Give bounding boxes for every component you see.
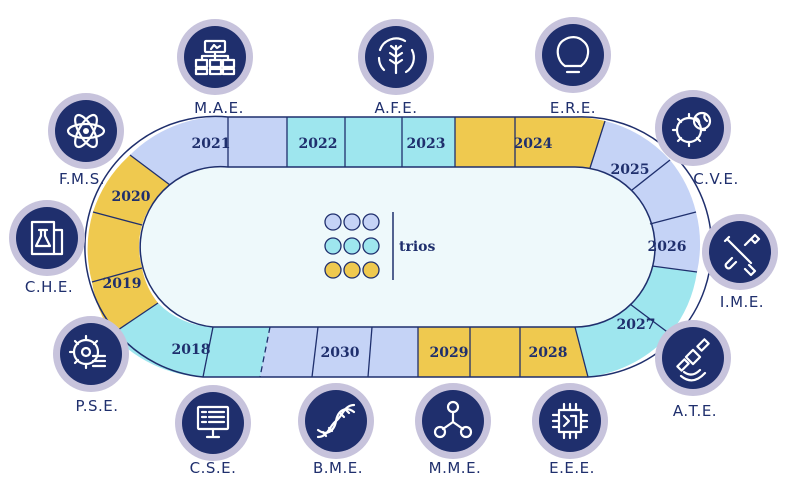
trios-legend: trios <box>324 212 435 280</box>
dept-badge-afe: A.F.E. <box>358 19 434 117</box>
wrench-screwdriver-icon <box>723 233 761 277</box>
dept-label: E.E.E. <box>549 459 595 477</box>
track-segment <box>455 117 515 167</box>
dept-badge-mme: M.M.E. <box>415 383 491 477</box>
dept-label: F.M.S. <box>59 170 105 188</box>
dept-badge-che: C.H.E. <box>9 200 85 296</box>
year-label: 2030 <box>321 345 360 361</box>
track-segment <box>418 327 470 377</box>
lightbulb-icon <box>556 36 590 74</box>
atom-icon <box>66 113 106 149</box>
microchip-icon <box>551 402 589 440</box>
track-segment <box>203 327 270 377</box>
year-label: 2022 <box>299 136 338 152</box>
year-track <box>87 116 701 377</box>
year-label: 2025 <box>611 162 650 178</box>
track-segment <box>93 155 170 225</box>
track-segment <box>228 117 287 167</box>
dept-label: A.F.E. <box>375 99 418 117</box>
dept-badge-mae: M.A.E. <box>177 19 253 117</box>
track-segment <box>575 304 670 377</box>
legend-label: trios <box>399 239 435 255</box>
dept-badge-eee: E.E.E. <box>532 383 608 477</box>
dept-badge-pse: P.S.E. <box>53 316 129 415</box>
flask-building-icon <box>30 220 64 256</box>
legend-dot-blue <box>362 213 380 231</box>
dept-label: M.M.E. <box>429 459 482 477</box>
track-segment <box>632 160 696 224</box>
track-segment <box>112 303 213 377</box>
dept-badge-ere: E.R.E. <box>535 17 611 117</box>
track-segment <box>515 117 605 168</box>
track-segment <box>470 327 520 377</box>
track-segment <box>345 117 402 167</box>
year-label: 2024 <box>514 136 553 152</box>
dept-label: A.T.E. <box>673 402 717 420</box>
dept-badge-bme: B.M.E. <box>298 383 374 477</box>
year-label: 2019 <box>103 276 142 292</box>
dept-label: C.V.E. <box>693 170 739 188</box>
track-segment <box>368 327 418 377</box>
inner-field <box>139 165 656 328</box>
legend-dot-cyan <box>343 237 361 255</box>
wheat-cycle-icon <box>377 37 415 75</box>
dept-badge-cse: C.S.E. <box>175 385 251 477</box>
track-segment <box>260 327 318 377</box>
year-label: 2018 <box>172 342 211 358</box>
dept-badge-cve: C.V.E. <box>655 90 739 188</box>
year-label: 2020 <box>112 189 151 205</box>
year-label: 2027 <box>617 317 656 333</box>
dept-badge-ate: A.T.E. <box>655 320 731 420</box>
dept-label: C.H.E. <box>25 278 73 296</box>
dept-label: I.M.E. <box>720 293 764 311</box>
satellite-icon <box>676 338 710 382</box>
dept-label: P.S.E. <box>75 397 118 415</box>
gear-list-icon <box>68 334 107 370</box>
track-segment <box>312 327 372 377</box>
track-segment <box>287 117 345 167</box>
track-segment <box>87 212 142 282</box>
flowchart-board-icon <box>194 39 236 76</box>
dept-badge-fms: F.M.S. <box>48 93 124 188</box>
legend-dot-gold <box>324 261 342 279</box>
year-label: 2021 <box>192 136 231 152</box>
legend-dot-cyan <box>324 237 342 255</box>
dept-label: E.R.E. <box>550 99 596 117</box>
track-segment <box>590 121 670 190</box>
year-label: 2023 <box>407 136 446 152</box>
track-segment <box>92 268 158 334</box>
legend-dot-gold <box>362 261 380 279</box>
computer-monitor-icon <box>196 405 230 439</box>
year-label: 2028 <box>529 345 568 361</box>
molecule-icon <box>433 400 473 439</box>
track-segment <box>650 212 701 272</box>
dept-label: B.M.E. <box>313 459 363 477</box>
year-labels: 2021 2022 2023 2024 2025 2026 2027 2028 … <box>103 136 687 361</box>
year-label: 2026 <box>648 239 687 255</box>
dept-label: M.A.E. <box>194 99 244 117</box>
legend-dot-blue <box>343 213 361 231</box>
dept-label: C.S.E. <box>190 459 237 477</box>
gear-globe-icon <box>671 111 712 148</box>
dna-icon <box>316 403 356 439</box>
segment-dividers <box>91 117 698 378</box>
legend-dot-gold <box>343 261 361 279</box>
legend-dot-cyan <box>362 237 380 255</box>
dept-badge-ime: I.M.E. <box>702 214 778 311</box>
year-label: 2029 <box>430 345 469 361</box>
track-segment <box>402 117 455 167</box>
legend-dot-blue <box>324 213 342 231</box>
track-segment <box>520 327 588 377</box>
